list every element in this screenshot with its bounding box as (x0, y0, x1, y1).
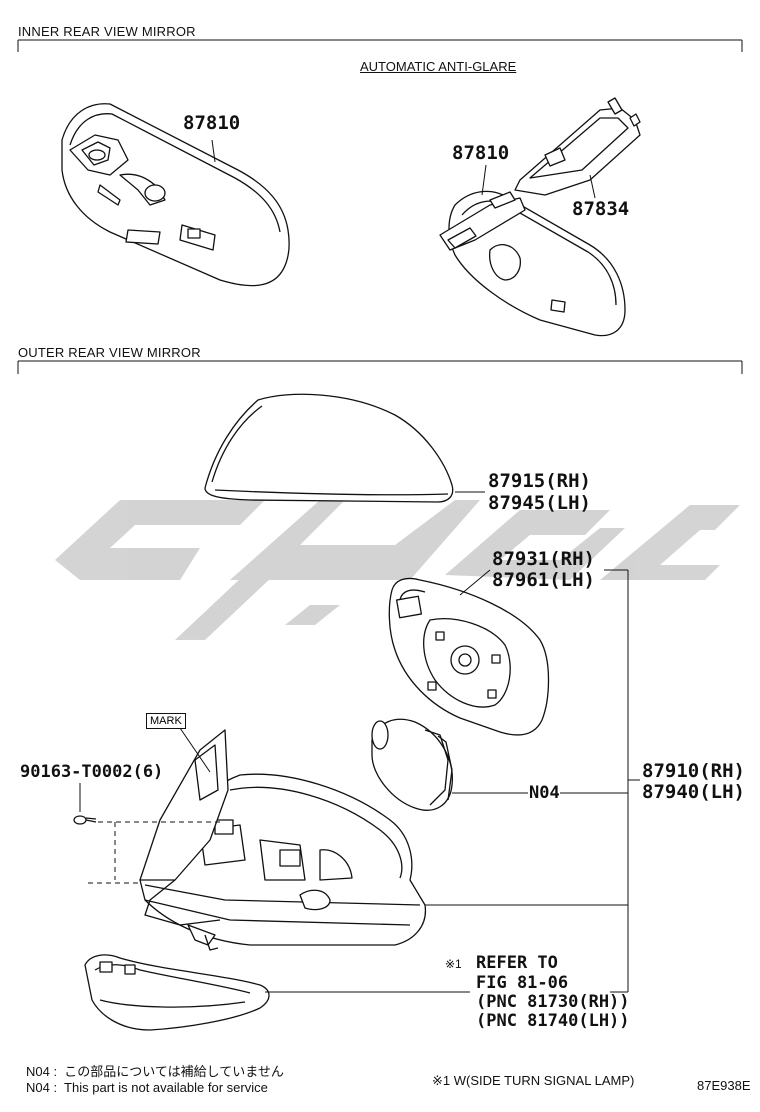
part-number-87810-standard[interactable]: 87810 (183, 112, 241, 134)
ref-line-2[interactable]: FIG 81-06 (476, 973, 569, 993)
assy-bracket (604, 569, 640, 993)
inner-mirror-standard (61, 103, 290, 287)
part-number-cover-lh[interactable]: 87945(LH) (488, 492, 591, 514)
section-title-inner: INNER REAR VIEW MIRROR (18, 24, 196, 39)
mirror-actuator (371, 718, 453, 811)
leader-87834 (589, 174, 596, 199)
mirror-cover (204, 393, 454, 503)
footer-legend: ※1 W(SIDE TURN SIGNAL LAMP) (432, 1073, 635, 1088)
leader-87810-b (481, 164, 487, 196)
anti-glare-label: AUTOMATIC ANTI-GLARE (360, 59, 517, 74)
footer-note-jp: N04 : この部品については補給していません (26, 1064, 284, 1079)
part-number-glass-rh[interactable]: 87931(RH) (492, 548, 595, 570)
ref-line-1: REFER TO (476, 953, 558, 973)
screw-dashed-guides (88, 821, 220, 884)
n04-label: N04 (529, 783, 560, 803)
side-turn-signal-lamp (84, 954, 270, 1031)
part-number-87810-anti-glare[interactable]: 87810 (452, 142, 510, 164)
ref-line-3: (PNC 81730(RH)) (476, 992, 630, 1012)
part-number-cover-rh[interactable]: 87915(RH) (488, 470, 591, 492)
leader-87810-a (211, 139, 216, 163)
leader-mark (179, 727, 211, 773)
section-frames (17, 39, 743, 374)
watermark-logo (55, 500, 740, 640)
screw-part (73, 815, 97, 825)
part-number-screw[interactable]: 90163-T0002(6) (20, 762, 164, 782)
part-number-assy-rh[interactable]: 87910(RH) (642, 760, 745, 782)
mirror-glass (388, 577, 550, 736)
mirror-body (139, 729, 427, 951)
footer-note-en: N04 : This part is not available for ser… (26, 1080, 268, 1095)
part-number-glass-lh[interactable]: 87961(LH) (492, 569, 595, 591)
inner-mirror-anti-glare (439, 97, 641, 337)
ref-line-4: (PNC 81740(LH)) (476, 1011, 630, 1031)
leader-glass (459, 569, 491, 596)
part-number-assy-lh[interactable]: 87940(LH) (642, 781, 745, 803)
section-title-outer: OUTER REAR VIEW MIRROR (18, 345, 201, 360)
ref-mark: ※1 (445, 957, 462, 971)
diagram-code: 87E938E (697, 1078, 751, 1093)
part-number-87834[interactable]: 87834 (572, 198, 630, 220)
mark-box: MARK (146, 713, 186, 729)
